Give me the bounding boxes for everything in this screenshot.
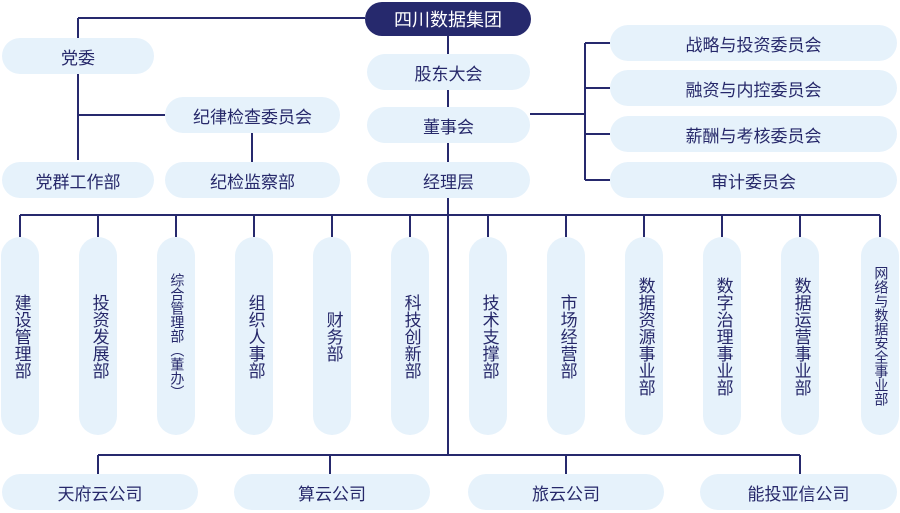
party-work-dept-node: 党群工作部	[2, 162, 154, 198]
supervision-dept-node: 纪检监察部	[165, 162, 340, 198]
company-node: 能投亚信公司	[700, 474, 897, 510]
dept-node: 建设管理部	[1, 237, 39, 435]
committee-audit-node: 审计委员会	[610, 162, 897, 198]
dept-node: 综合管理部（董办）	[157, 237, 195, 435]
board-node: 董事会	[367, 107, 530, 143]
committee-strategy-node: 战略与投资委员会	[610, 25, 897, 61]
company-node: 天府云公司	[2, 474, 198, 510]
dept-node: 科技创新部	[391, 237, 429, 435]
discipline-committee-node: 纪律检查委员会	[165, 97, 340, 133]
dept-node: 市场经营部	[547, 237, 585, 435]
committee-compensation-node: 薪酬与考核委员会	[610, 116, 897, 152]
group-root-node: 四川数据集团	[365, 2, 531, 36]
management-node: 经理层	[367, 162, 530, 198]
dept-node: 财务部	[313, 237, 351, 435]
company-node: 算云公司	[234, 474, 430, 510]
party-committee-node: 党委	[2, 38, 154, 74]
dept-node: 网络与数据安全事业部	[861, 237, 899, 435]
dept-node: 组织人事部	[235, 237, 273, 435]
dept-node: 投资发展部	[79, 237, 117, 435]
dept-node: 数据运营事业部	[781, 237, 819, 435]
dept-node: 数字治理事业部	[703, 237, 741, 435]
dept-node: 技术支撑部	[469, 237, 507, 435]
committee-finance-node: 融资与内控委员会	[610, 70, 897, 106]
shareholders-meeting-node: 股东大会	[367, 54, 530, 90]
company-node: 旅云公司	[468, 474, 664, 510]
dept-node: 数据资源事业部	[625, 237, 663, 435]
